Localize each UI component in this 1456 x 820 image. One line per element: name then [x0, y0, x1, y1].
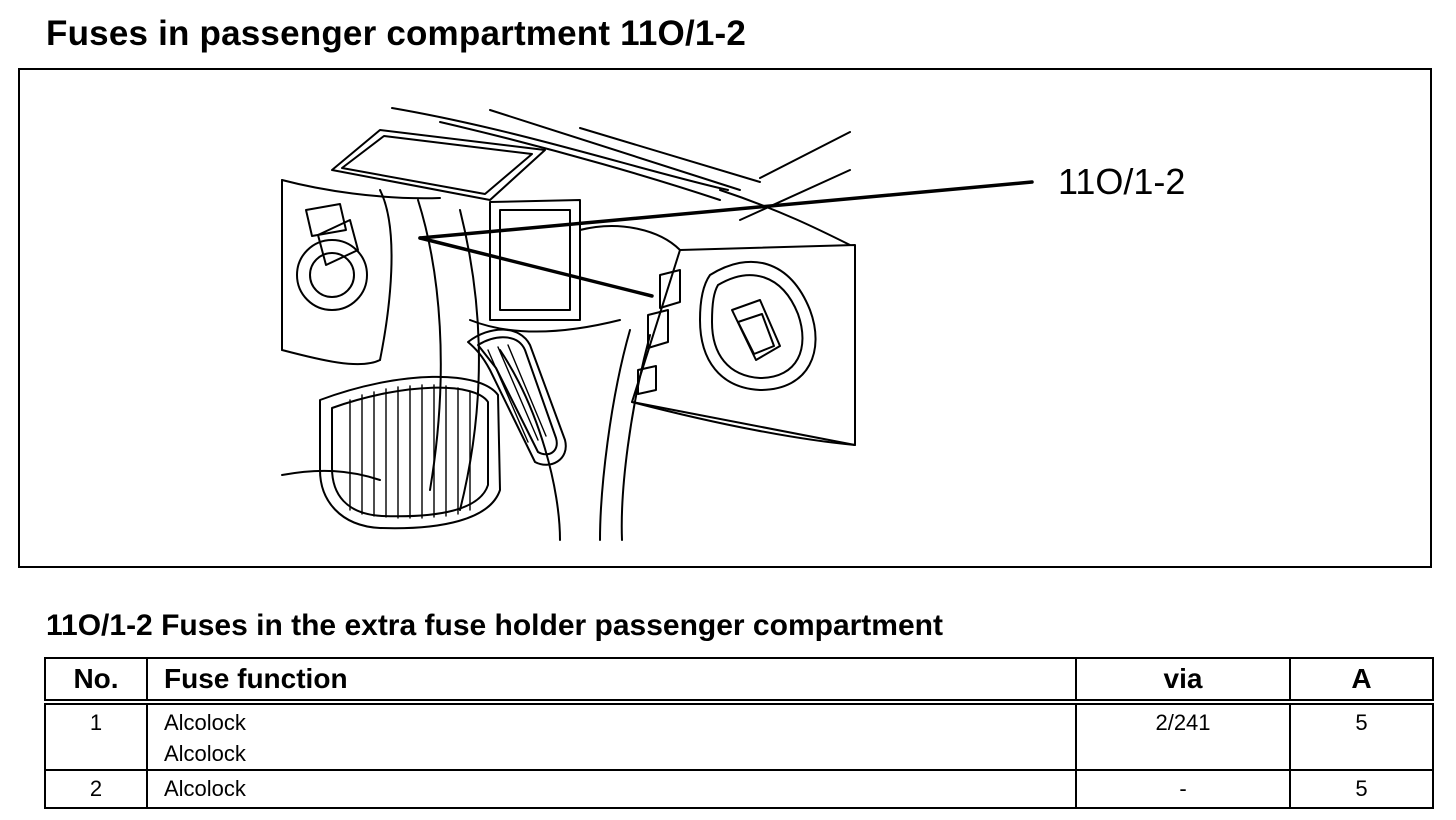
table-header-row: No. Fuse function via A — [44, 657, 1434, 705]
page-title: Fuses in passenger compartment 11O/1-2 — [46, 14, 747, 53]
cell-fuse-function: Alcolock — [146, 769, 1077, 809]
cell-amperage: 5 — [1289, 701, 1434, 771]
cell-via: 2/241 — [1075, 701, 1291, 771]
via-value: - — [1179, 776, 1187, 801]
amperage-value: 5 — [1355, 710, 1368, 735]
header-no: No. — [44, 657, 148, 705]
header-amperage: A — [1289, 657, 1434, 705]
fuse-function-line: Alcolock — [164, 776, 246, 801]
cell-fuse-function: Alcolock Alcolock — [146, 701, 1077, 771]
fuse-holder-callout-label: 11O/1-2 — [1058, 161, 1186, 202]
fuse-number: 1 — [89, 710, 103, 735]
fuse-number: 2 — [89, 776, 103, 801]
table-row: 1 Alcolock Alcolock 2/241 5 — [44, 701, 1434, 771]
amperage-value: 5 — [1355, 776, 1368, 801]
fuse-table: No. Fuse function via A 1 Alcolock Alcol… — [44, 657, 1434, 809]
header-via: via — [1075, 657, 1291, 705]
cell-amperage: 5 — [1289, 769, 1434, 809]
via-value: 2/241 — [1155, 710, 1211, 735]
section-title: 11O/1-2 Fuses in the extra fuse holder p… — [46, 609, 943, 642]
fuse-function-line: Alcolock — [164, 710, 246, 735]
cell-no: 1 — [44, 701, 148, 771]
cell-no: 2 — [44, 769, 148, 809]
header-fuse-function: Fuse function — [146, 657, 1077, 705]
table-row: 2 Alcolock - 5 — [44, 769, 1434, 809]
cell-via: - — [1075, 769, 1291, 809]
figure-frame: 11O/1-2 — [18, 68, 1432, 568]
fuse-function-line: Alcolock — [164, 741, 246, 766]
fuse-holder-location-illustration — [281, 107, 1034, 541]
